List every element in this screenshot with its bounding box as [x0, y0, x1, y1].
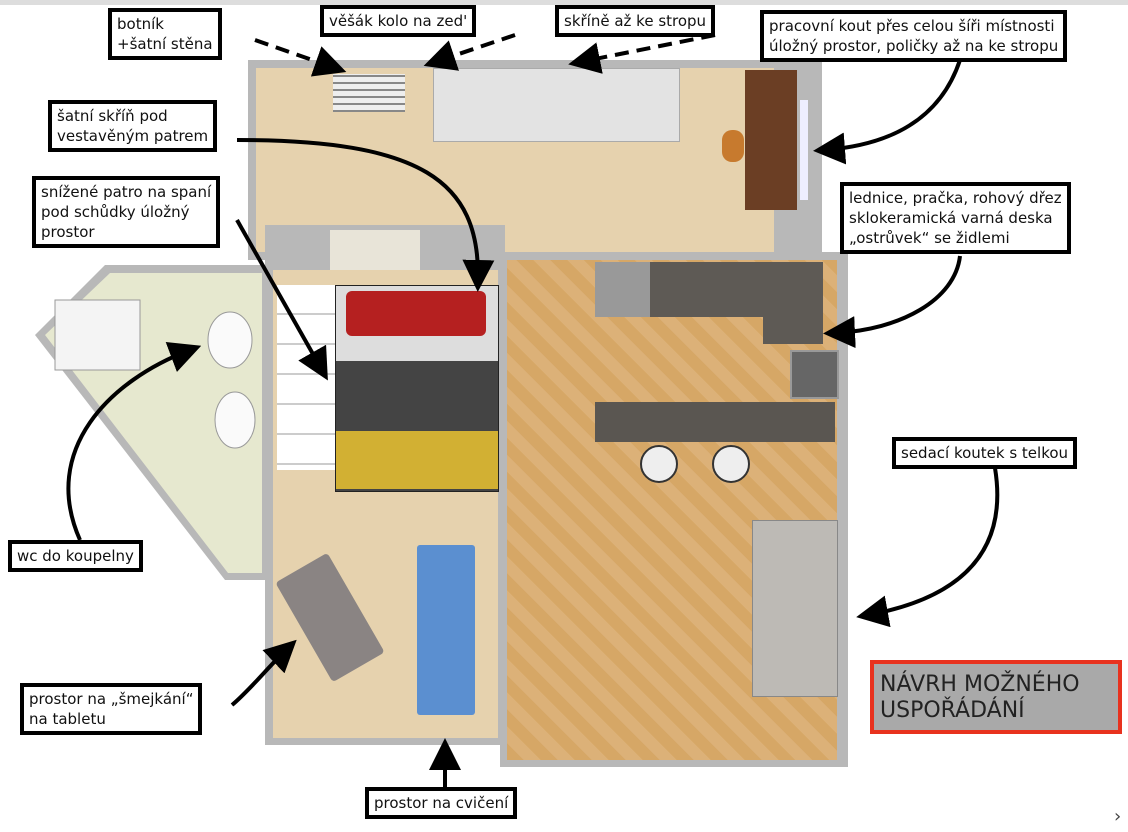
label-line: úložný prostor, poličky až na ke stropu — [769, 37, 1059, 55]
bar-stool — [712, 445, 750, 483]
label-kitchen: lednice, pračka, rohový dřez sklokeramick… — [840, 182, 1071, 254]
title-line: NÁVRH MOŽNÉHO — [880, 672, 1080, 697]
label-line: „ostrůvek“ se židlemi — [849, 229, 1010, 247]
label-line: sklokeramická varná deska — [849, 209, 1053, 227]
desk — [745, 70, 797, 210]
yoga-mat — [417, 545, 475, 715]
passage — [330, 230, 420, 270]
label-exercise: prostor na cvičení — [365, 787, 518, 819]
office-chair — [722, 130, 744, 162]
cooktop — [790, 350, 839, 399]
top-edge — [0, 0, 1128, 5]
label-line: prostor na „šmejkání“ — [29, 690, 194, 708]
fridge — [595, 262, 650, 317]
kitchen-island — [595, 402, 835, 442]
label-line: na tabletu — [29, 710, 106, 728]
wardrobe-cabinet — [433, 68, 680, 142]
label-workspace: pracovní kout přes celou šíři místnosti ú… — [760, 10, 1068, 62]
corner-sink — [763, 262, 823, 344]
label-line: prostor — [41, 223, 95, 241]
shoe-rack — [333, 74, 405, 112]
sofa — [752, 520, 838, 697]
label-wardrobes: skříně až ke stropu — [555, 5, 716, 37]
label-line: pracovní kout přes celou šíři místnosti — [769, 17, 1055, 35]
label-wc: wc do koupelny — [8, 540, 143, 572]
label-line: botník — [117, 15, 164, 33]
label-line: snížené patro na spaní — [41, 183, 212, 201]
label-seating: sedací koutek s telkou — [892, 437, 1078, 469]
label-line: pod schůdky úložný — [41, 203, 190, 221]
bathroom — [35, 265, 270, 580]
label-line: vestavěným patrem — [57, 127, 209, 145]
bar-stool — [640, 445, 678, 483]
label-line: šatní skříň pod — [57, 107, 168, 125]
title-line: USPOŘÁDÁNÍ — [880, 698, 1025, 723]
chevron-right-icon[interactable]: › — [1114, 806, 1122, 827]
label-bike-hanger: věšák kolo na zed' — [320, 5, 477, 37]
bed — [335, 285, 499, 492]
label-shoe-rack: botník +šatní stěna — [108, 8, 222, 60]
label-wardrobe-under: šatní skříň pod vestavěným patrem — [48, 100, 218, 152]
label-sleeping-level: snížené patro na spaní pod schůdky úložný… — [32, 176, 221, 248]
label-tablet: prostor na „šmejkání“ na tabletu — [20, 683, 203, 735]
label-line: lednice, pračka, rohový dřez — [849, 189, 1062, 207]
window — [800, 100, 808, 200]
label-line: +šatní stěna — [117, 35, 213, 53]
